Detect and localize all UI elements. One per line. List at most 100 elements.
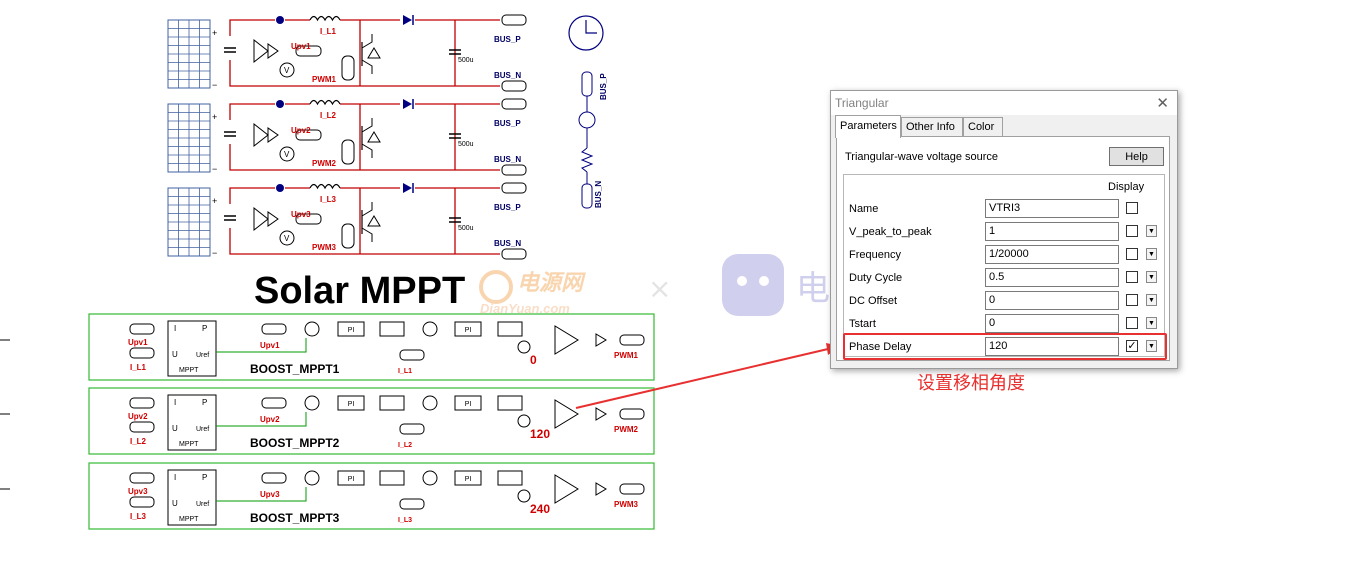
mppt-name-label: MPPT (179, 367, 199, 374)
summer-icon (422, 321, 438, 337)
param-value-input[interactable]: VTRI3 (985, 199, 1119, 218)
pi-block (337, 395, 365, 411)
tab-color[interactable]: Color (963, 117, 1003, 136)
param-value-input[interactable]: 0 (985, 314, 1119, 333)
upv-label: Upv1 (291, 42, 311, 51)
param-dropdown-icon[interactable]: ▼ (1146, 294, 1157, 306)
pwm-port-icon (341, 139, 355, 165)
inductor-label: I_L1 (320, 27, 337, 36)
display-checkbox[interactable] (1126, 294, 1138, 306)
parameters-frame (843, 174, 1165, 357)
robot-logo-icon (722, 254, 784, 316)
tab-parameters[interactable]: Parameters (835, 115, 901, 138)
close-icon[interactable]: ✕ (1156, 95, 1169, 112)
pi-label: PI (348, 401, 355, 408)
watermark-sep: × (648, 272, 671, 305)
wire-bottom (229, 144, 500, 171)
display-checkbox[interactable] (1126, 271, 1138, 283)
param-value-input[interactable]: 1/20000 (985, 245, 1119, 264)
param-dropdown-icon[interactable]: ▼ (1146, 225, 1157, 237)
upv-port-icon (295, 129, 322, 141)
mppt-p-label: P (202, 473, 207, 482)
pi-block (454, 395, 482, 411)
buffer-icon (595, 333, 607, 347)
param-dropdown-icon[interactable]: ▼ (1146, 271, 1157, 283)
param-value-input[interactable]: 0 (985, 291, 1119, 310)
upv-ref-port-icon (261, 323, 287, 335)
buffer-icon (595, 407, 607, 421)
tab-other-info[interactable]: Other Info (901, 117, 963, 136)
cap-label: 500u (458, 141, 474, 148)
inductor-label: I_L2 (320, 111, 337, 120)
upv-in-port-icon (129, 397, 155, 409)
param-label: Name (849, 203, 879, 215)
limiter-icon (379, 321, 405, 337)
help-button[interactable]: Help (1109, 147, 1164, 166)
mppt-block (167, 320, 217, 377)
load-bus-p-port-icon (581, 71, 593, 97)
upv-port-icon (295, 213, 322, 225)
voltmeter-label: V (284, 66, 290, 75)
mppt-i-label: I (174, 473, 176, 482)
param-value-input[interactable]: 0.5 (985, 268, 1119, 287)
display-checkbox[interactable] (1126, 317, 1138, 329)
uref-wire (216, 487, 307, 502)
mppt-p-label: P (202, 398, 207, 407)
param-dropdown-icon[interactable]: ▼ (1146, 340, 1157, 352)
diode-icon (403, 99, 412, 109)
bus-p-port-icon (501, 14, 527, 26)
upv-label: Upv3 (291, 210, 311, 219)
limiter-icon (379, 395, 405, 411)
bus-n-label: BUS_N (494, 155, 521, 164)
pwm-out-port-icon (619, 334, 645, 346)
mppt-p-label: P (202, 324, 207, 333)
bus-p-port-icon (501, 98, 527, 110)
phase-label: 120 (530, 427, 550, 441)
pwm-out-label: PWM1 (614, 351, 639, 360)
mppt-i-label: I (174, 398, 176, 407)
param-label: Frequency (849, 249, 901, 261)
bus-n-label: BUS_N (494, 239, 521, 248)
display-checkbox[interactable] (1126, 225, 1138, 237)
voltage-sensor-icon (253, 122, 269, 148)
buffer-icon (595, 482, 607, 496)
param-label: Phase Delay (849, 341, 912, 353)
display-checkbox[interactable] (1126, 202, 1138, 214)
clock-icon (568, 15, 604, 51)
param-value-input[interactable]: 120 (985, 337, 1119, 356)
solar-panel-icon (167, 187, 211, 257)
cap-label: 500u (458, 225, 474, 232)
param-value-input[interactable]: 1 (985, 222, 1119, 241)
param-dropdown-icon[interactable]: ▼ (1146, 317, 1157, 329)
bus-p-label: BUS_P (494, 35, 521, 44)
param-label: V_peak_to_peak (849, 226, 932, 238)
triangular-dialog: Triangular ✕ Parameters Other Info Color… (830, 90, 1178, 369)
control-title: BOOST_MPPT2 (250, 436, 340, 450)
il-in-port-icon (129, 496, 155, 508)
upv-in-label: Upv1 (128, 338, 148, 347)
pi-block (454, 321, 482, 337)
display-checkbox[interactable] (1126, 248, 1138, 260)
mppt-name-label: MPPT (179, 441, 199, 448)
solar-panel-icon (167, 103, 211, 173)
display-header: Display (1108, 181, 1145, 193)
current-sensor-icon (276, 16, 284, 24)
upv-in-label: Upv2 (128, 412, 148, 421)
summer-icon (304, 470, 320, 486)
param-dropdown-icon[interactable]: ▼ (1146, 248, 1157, 260)
mppt-uref-label: Uref (196, 501, 209, 508)
mppt-u-label: U (172, 499, 178, 508)
control-box (88, 462, 655, 530)
minus-sign: − (212, 248, 217, 258)
minus-sign: − (212, 164, 217, 174)
mppt-uref-label: Uref (196, 352, 209, 359)
pwm-out-label: PWM2 (614, 425, 639, 434)
display-checkbox[interactable]: ✓ (1126, 340, 1138, 352)
il-in-label: I_L3 (130, 512, 147, 521)
bus-n-port-icon (501, 80, 527, 92)
pwm-port-icon (341, 223, 355, 249)
